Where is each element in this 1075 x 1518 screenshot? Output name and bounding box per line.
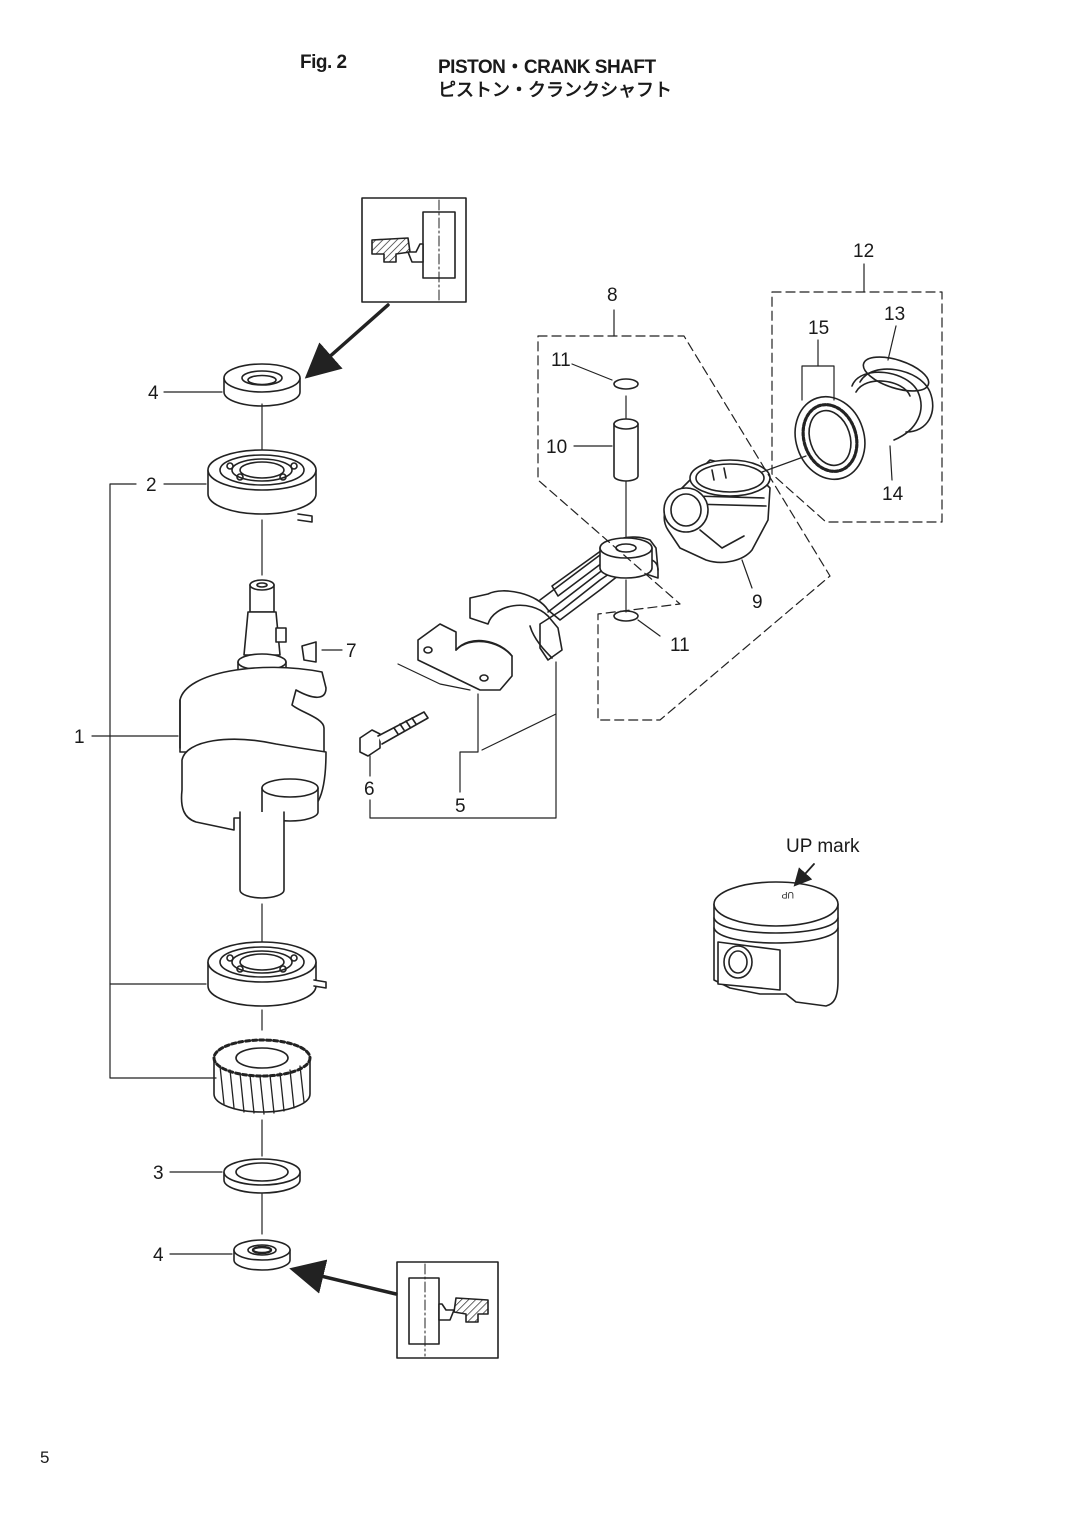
callout-4-lower: 4 xyxy=(153,1245,164,1266)
crankshaft-gear xyxy=(212,1038,312,1115)
callout-12: 12 xyxy=(853,241,874,262)
callout-1: 1 xyxy=(74,727,85,748)
callout-5: 5 xyxy=(455,796,466,817)
callout-6: 6 xyxy=(364,779,375,800)
ball-bearing-lower xyxy=(207,941,327,1007)
up-mark-arrow xyxy=(793,863,815,887)
piston-pin-clip-upper xyxy=(613,378,639,390)
connecting-rod-bolt xyxy=(359,711,429,757)
callout-8: 8 xyxy=(607,285,618,306)
callout-4-upper: 4 xyxy=(148,383,159,404)
connecting-rod-cap xyxy=(417,623,513,691)
figure-number: Fig. 2 xyxy=(300,52,347,73)
piston-ring-set-group-outline xyxy=(771,291,943,523)
oil-seal-upper xyxy=(223,363,301,407)
figure-title: PISTON・CRANK SHAFT xyxy=(438,57,656,78)
up-mark-engraving: UP xyxy=(781,890,794,900)
inset-arrow-bottom xyxy=(289,1259,398,1296)
callout-13: 13 xyxy=(884,304,905,325)
seal-detail-inset-top xyxy=(361,197,467,303)
callout-14: 14 xyxy=(882,484,904,505)
callout-11-lower: 11 xyxy=(670,635,690,656)
callout-9: 9 xyxy=(752,592,763,613)
seal-detail-inset-bottom xyxy=(396,1261,499,1359)
callout-15: 15 xyxy=(808,318,829,339)
crankshaft xyxy=(179,579,327,899)
page-number: 5 xyxy=(40,1448,50,1467)
up-mark-label: UP mark xyxy=(786,836,860,857)
connecting-rod xyxy=(469,536,659,661)
piston-ring-second xyxy=(851,371,922,441)
figure-title-japanese: ピストン・クランクシャフト xyxy=(438,80,672,101)
oil-ring-expander xyxy=(794,395,866,481)
callout-3: 3 xyxy=(153,1163,164,1184)
inset-arrow-top xyxy=(304,303,390,379)
callout-2: 2 xyxy=(146,475,157,496)
callout-7: 7 xyxy=(346,641,357,662)
piston-ring-top xyxy=(862,356,930,392)
piston-ring-oil-rail-top xyxy=(859,368,934,433)
piston xyxy=(663,459,771,564)
piston-pin xyxy=(613,418,639,482)
callout-11-upper: 11 xyxy=(551,350,571,371)
oil-seal-lower xyxy=(233,1239,291,1271)
thrust-washer xyxy=(223,1158,301,1194)
piston-assembly-group-outline xyxy=(537,335,831,721)
piston-up-mark-view xyxy=(713,881,839,1007)
woodruff-key xyxy=(301,641,317,663)
ball-bearing-upper xyxy=(207,449,317,523)
leader-lines xyxy=(91,263,897,1255)
callout-10: 10 xyxy=(546,437,567,458)
